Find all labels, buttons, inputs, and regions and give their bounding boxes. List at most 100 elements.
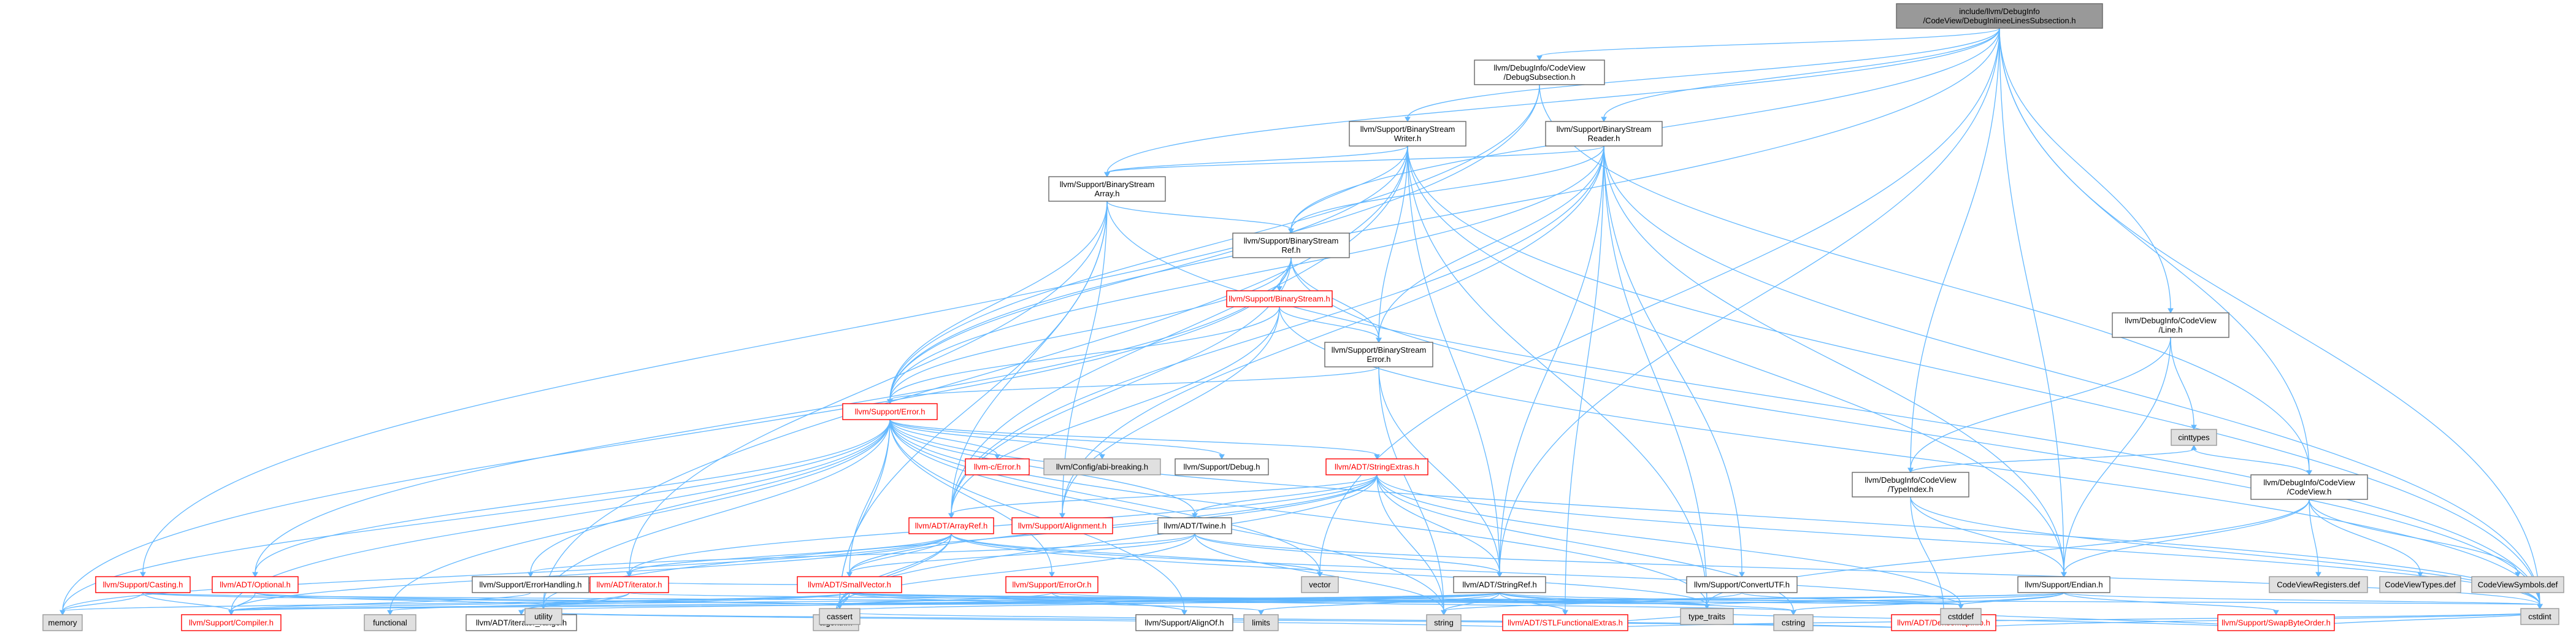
node-cstdint: cstdint [2520,608,2559,625]
node-label: CodeViewSymbols.def [2478,580,2558,590]
node-string: string [1426,614,1462,631]
node-label: llvm/ADT/Twine.h [1163,521,1225,531]
node-memory: memory [42,614,83,631]
edge-root-to-bsa [1104,28,2000,178]
edge-bserr-to-string [1378,366,1447,616]
node-compiler[interactable]: llvm/Support/Compiler.h [181,614,282,631]
node-smallvec[interactable]: llvm/ADT/SmallVector.h [797,576,902,593]
node-label: memory [48,618,77,628]
edge-codeview-to-endian [2061,499,2310,578]
node-cstring: cstring [1773,614,1814,631]
node-alignment[interactable]: llvm/Support/Alignment.h [1011,517,1113,534]
edge-error-to-debug [889,419,1225,460]
node-label: /CodeView.h [2287,487,2332,496]
node-label: cstddef [1948,612,1974,621]
edge-convutf-to-string [1441,592,1742,616]
edge-error-to-errhandling [527,419,891,578]
node-cerror[interactable]: llvm-c/Error.h [965,458,1030,475]
edge-strext-to-twine [1192,474,1378,519]
node-label: cassert [827,612,853,621]
node-optional[interactable]: llvm/ADT/Optional.h [212,576,299,593]
edge-endian-to-cassert [837,592,2064,610]
node-codeview[interactable]: llvm/DebugInfo/CodeView/CodeView.h [2250,474,2368,500]
edge-bsr-to-bsref [1288,145,1604,234]
edge-root-to-error [887,28,2000,405]
edge-codeview-to-cinttypes [2191,444,2310,475]
node-alignof[interactable]: llvm/Support/AlignOf.h [1135,614,1233,631]
node-label: llvm/Support/Compiler.h [189,618,274,628]
edge-error-to-abibreak [889,419,1105,460]
node-label: /TypeIndex.h [1888,485,1933,494]
node-cvline[interactable]: llvm/DebugInfo/CodeView/Line.h [2112,312,2229,338]
node-typetraits: type_traits [1680,608,1734,625]
node-cvsym: CodeViewSymbols.def [2471,576,2564,593]
node-erroror[interactable]: llvm/Support/ErrorOr.h [1005,576,1098,593]
node-typeindex[interactable]: llvm/DebugInfo/CodeView/TypeIndex.h [1852,472,1969,498]
node-label: utility [534,612,553,621]
node-debug[interactable]: llvm/Support/Debug.h [1175,458,1269,475]
edge-typeindex-to-endian [1910,496,2067,578]
node-label: llvm/Support/BinaryStream.h [1229,294,1330,304]
node-bs[interactable]: llvm/Support/BinaryStream.h [1226,290,1333,307]
node-label: llvm/Support/Alignment.h [1018,521,1107,531]
node-label: llvm/Support/BinaryStream [1360,125,1455,134]
edge-cvline-to-endian [2061,337,2171,578]
node-label: /Line.h [2158,325,2182,334]
node-twine[interactable]: llvm/ADT/Twine.h [1157,517,1232,534]
edge-dbgsub-to-casting [140,84,1540,578]
node-label: llvm/Support/ErrorOr.h [1012,580,1091,590]
node-abibreak: llvm/Config/abi-breaking.h [1043,458,1161,475]
node-root[interactable]: include/llvm/DebugInfo/CodeView/DebugInl… [1896,3,2103,29]
node-label: llvm/Support/ErrorHandling.h [480,580,582,590]
node-label: llvm/Support/BinaryStream [1557,125,1652,134]
edge-bs-to-bserr [1279,306,1382,344]
node-arrayref[interactable]: llvm/ADT/ArrayRef.h [908,517,994,534]
edge-root-to-cvline [1999,28,2174,314]
node-label: llvm/DebugInfo/CodeView [1493,63,1585,72]
node-label: llvm/Support/Debug.h [1183,463,1260,472]
node-error[interactable]: llvm/Support/Error.h [842,403,938,420]
node-label: llvm/DebugInfo/CodeView [2125,316,2217,325]
node-convutf[interactable]: llvm/Support/ConvertUTF.h [1686,576,1798,593]
node-label: llvm/ADT/STLFunctionalExtras.h [1508,618,1623,628]
node-label: llvm/Support/Endian.h [2025,580,2103,590]
node-stlfunc[interactable]: llvm/ADT/STLFunctionalExtras.h [1502,614,1628,631]
node-cvreg: CodeViewRegisters.def [2269,576,2368,593]
node-label: cstring [1782,618,1805,628]
node-swapbyte[interactable]: llvm/Support/SwapByteOrder.h [2217,614,2335,631]
edge-smallvec-to-memory [59,592,850,616]
node-casting[interactable]: llvm/Support/Casting.h [95,576,191,593]
node-endian[interactable]: llvm/Support/Endian.h [2017,576,2110,593]
edge-bs-to-alignment [1059,306,1280,519]
node-label: llvm/DebugInfo/CodeView [1865,475,1957,485]
edge-bsa-to-bsref [1106,201,1294,234]
node-label: llvm-c/Error.h [974,463,1021,472]
node-dbgsub[interactable]: llvm/DebugInfo/CodeView/DebugSubsection.… [1474,60,1605,85]
node-label: llvm/DebugInfo/CodeView [2263,478,2355,487]
node-label: llvm/ADT/Optional.h [220,580,291,590]
node-iterator[interactable]: llvm/ADT/iterator.h [589,576,669,593]
graph-nodes: include/llvm/DebugInfo/CodeView/DebugInl… [42,3,2564,631]
node-errhandling[interactable]: llvm/Support/ErrorHandling.h [472,576,589,593]
edge-bsr-to-cstdint [1603,145,2543,610]
edge-bsref-to-cstdint [1290,257,2543,610]
edge-twine-to-smallvec [846,533,1195,578]
edge-casting-to-compiler [142,592,234,616]
edge-bsr-to-typetraits [1603,145,1710,610]
node-label: llvm/Support/AlignOf.h [1144,618,1224,628]
node-label: Writer.h [1394,134,1422,143]
node-stringref[interactable]: llvm/ADT/StringRef.h [1453,576,1546,593]
edge-stringref-to-limits [1258,592,1500,616]
node-label: llvm/Support/SwapByteOrder.h [2221,618,2331,628]
node-strext[interactable]: llvm/ADT/StringExtras.h [1325,458,1428,475]
node-label: Error.h [1367,355,1390,364]
node-label: type_traits [1689,612,1725,621]
node-label: cstdint [2528,612,2551,621]
node-cinttypes: cinttypes [2171,429,2217,446]
node-cassert: cassert [819,608,861,625]
